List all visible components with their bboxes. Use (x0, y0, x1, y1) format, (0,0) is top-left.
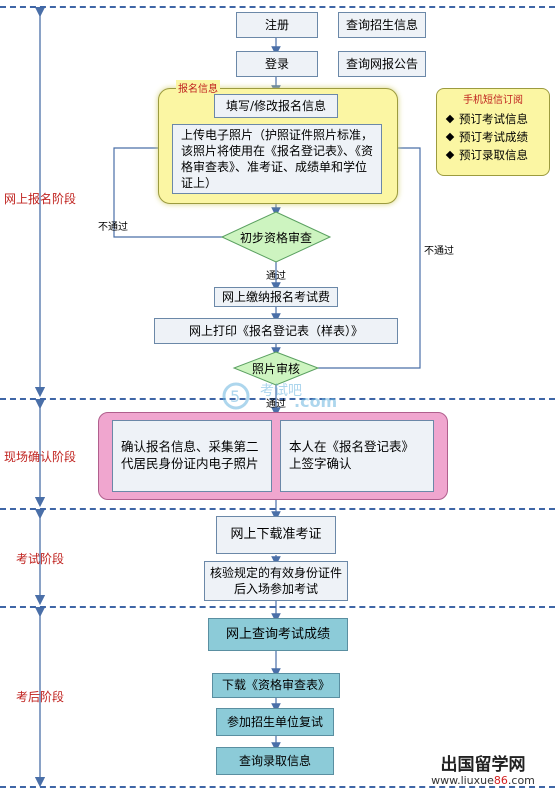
diamond-bullet-icon (445, 132, 455, 142)
sms-item: 预订录取信息 (445, 146, 549, 164)
stage-label-after: 考后阶段 (15, 690, 64, 704)
pay-fee-box: 网上缴纳报名考试费 (214, 287, 338, 307)
print-form-box: 网上打印《报名登记表（样表）》 (154, 318, 398, 344)
initial-review-decision: 初步资格审查 (239, 230, 312, 245)
fail-label-right: 不通过 (424, 246, 454, 257)
pass-label-2: 通过 (266, 399, 286, 410)
diamond-bullet-icon (445, 150, 455, 160)
watermark-logo: 5 考试吧 .com (214, 378, 354, 412)
photo-review-decision: 照片审核 (251, 361, 300, 376)
stage-label-exam: 考试阶段 (15, 552, 64, 566)
query-notice-box: 查询网报公告 (338, 51, 426, 77)
stage-divider (0, 508, 555, 510)
sms-item: 预订考试信息 (445, 110, 549, 128)
confirm-info-box: 确认报名信息、采集第二代居民身份证内电子照片 (112, 420, 272, 492)
stage-divider (0, 398, 555, 400)
stage-divider (0, 6, 555, 8)
diamond-bullet-icon (445, 114, 455, 124)
watermark-sub: .com (294, 392, 338, 411)
svg-text:5: 5 (230, 387, 240, 406)
pass-label: 通过 (266, 271, 286, 282)
sign-up-group-title: 报名信息 (176, 80, 220, 95)
download-ticket-box: 网上下载准考证 (216, 516, 336, 554)
stage-divider (0, 606, 555, 608)
query-info-box: 查询招生信息 (338, 12, 426, 38)
sms-panel: 手机短信订阅 预订考试信息 预订考试成绩 预订录取信息 (436, 88, 550, 176)
stage-divider (0, 786, 555, 788)
verify-id-box: 核验规定的有效身份证件后入场参加考试 (204, 561, 348, 601)
fail-label-left: 不通过 (98, 222, 128, 233)
sms-title: 手机短信订阅 (463, 95, 523, 106)
fill-info-box: 填写/修改报名信息 (214, 94, 338, 118)
brand-name: 出国留学网 (440, 755, 526, 775)
sms-item: 预订考试成绩 (445, 128, 549, 146)
register-box: 注册 (236, 12, 318, 38)
sign-confirm-box: 本人在《报名登记表》上签字确认 (280, 420, 434, 492)
upload-photo-box: 上传电子照片（护照证件照片标准，该照片将使用在《报名登记表》、《资格审查表》、准… (172, 124, 382, 194)
watermark-icon: 5 (222, 382, 250, 410)
download-review-box: 下载《资格审查表》 (212, 673, 340, 698)
stage-label-onsite: 现场确认阶段 (3, 450, 76, 464)
admission-box: 查询录取信息 (216, 747, 334, 775)
login-box: 登录 (236, 51, 318, 77)
query-score-box: 网上查询考试成绩 (208, 618, 348, 651)
stage-label-online: 网上报名阶段 (3, 192, 76, 206)
watermark-text: 考试吧 (260, 383, 302, 399)
brand-url: www.liuxue86.com (431, 774, 535, 787)
retest-box: 参加招生单位复试 (216, 708, 334, 736)
brand-logo: 出国留学网 www.liuxue86.com (418, 750, 548, 787)
